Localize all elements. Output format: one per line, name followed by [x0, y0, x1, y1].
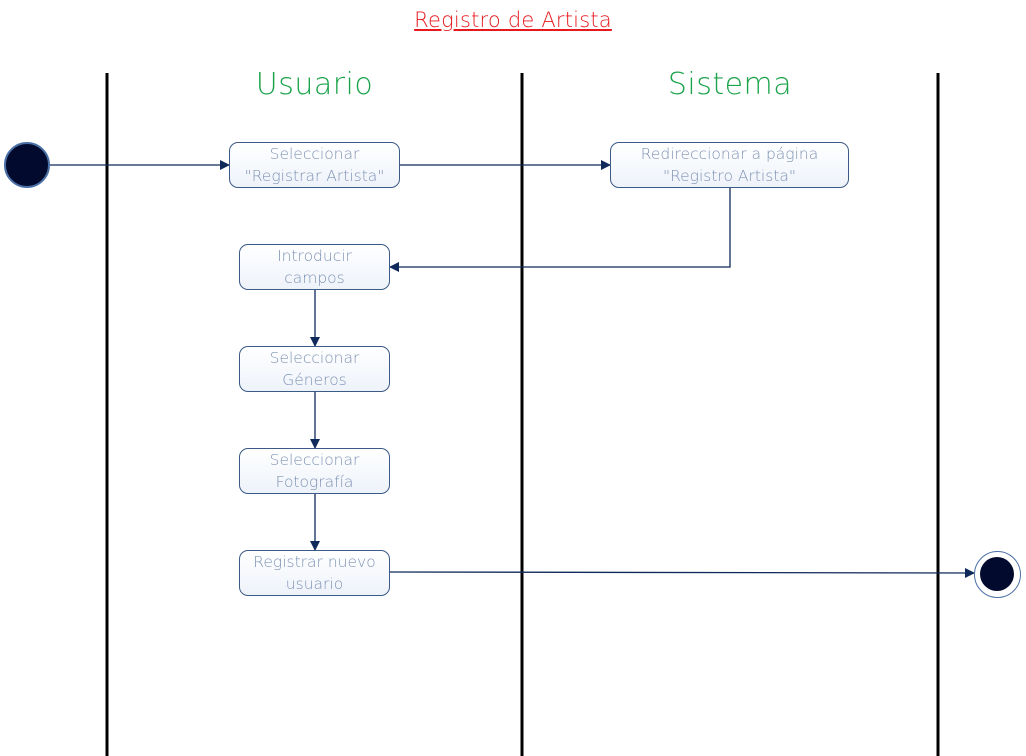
activity-redireccionar-pagina: Redireccionar a página "Registro Artista… [610, 142, 849, 188]
activity-introducir-campos: Introducir campos [239, 244, 390, 290]
final-node-core [980, 557, 1014, 591]
edge-redireccionar-pagina-to-introducir-campos [389, 188, 731, 272]
activity-seleccionar-fotografia: Seleccionar Fotografía [239, 448, 390, 494]
initial-node [4, 142, 50, 188]
edge-registrar-nuevo-usuario-to-final [389, 567, 975, 578]
activity-seleccionar-generos: Seleccionar Géneros [239, 346, 390, 392]
activity-seleccionar-registrar-artista: Seleccionar "Registrar Artista" [229, 142, 400, 188]
activity-registrar-nuevo-usuario: Registrar nuevo usuario [239, 550, 390, 596]
final-node [974, 551, 1021, 598]
lane-title-usuario: Usuario [255, 67, 374, 102]
diagram-title: Registro de Artista [414, 8, 612, 32]
lane-title-sistema: Sistema [667, 67, 793, 102]
